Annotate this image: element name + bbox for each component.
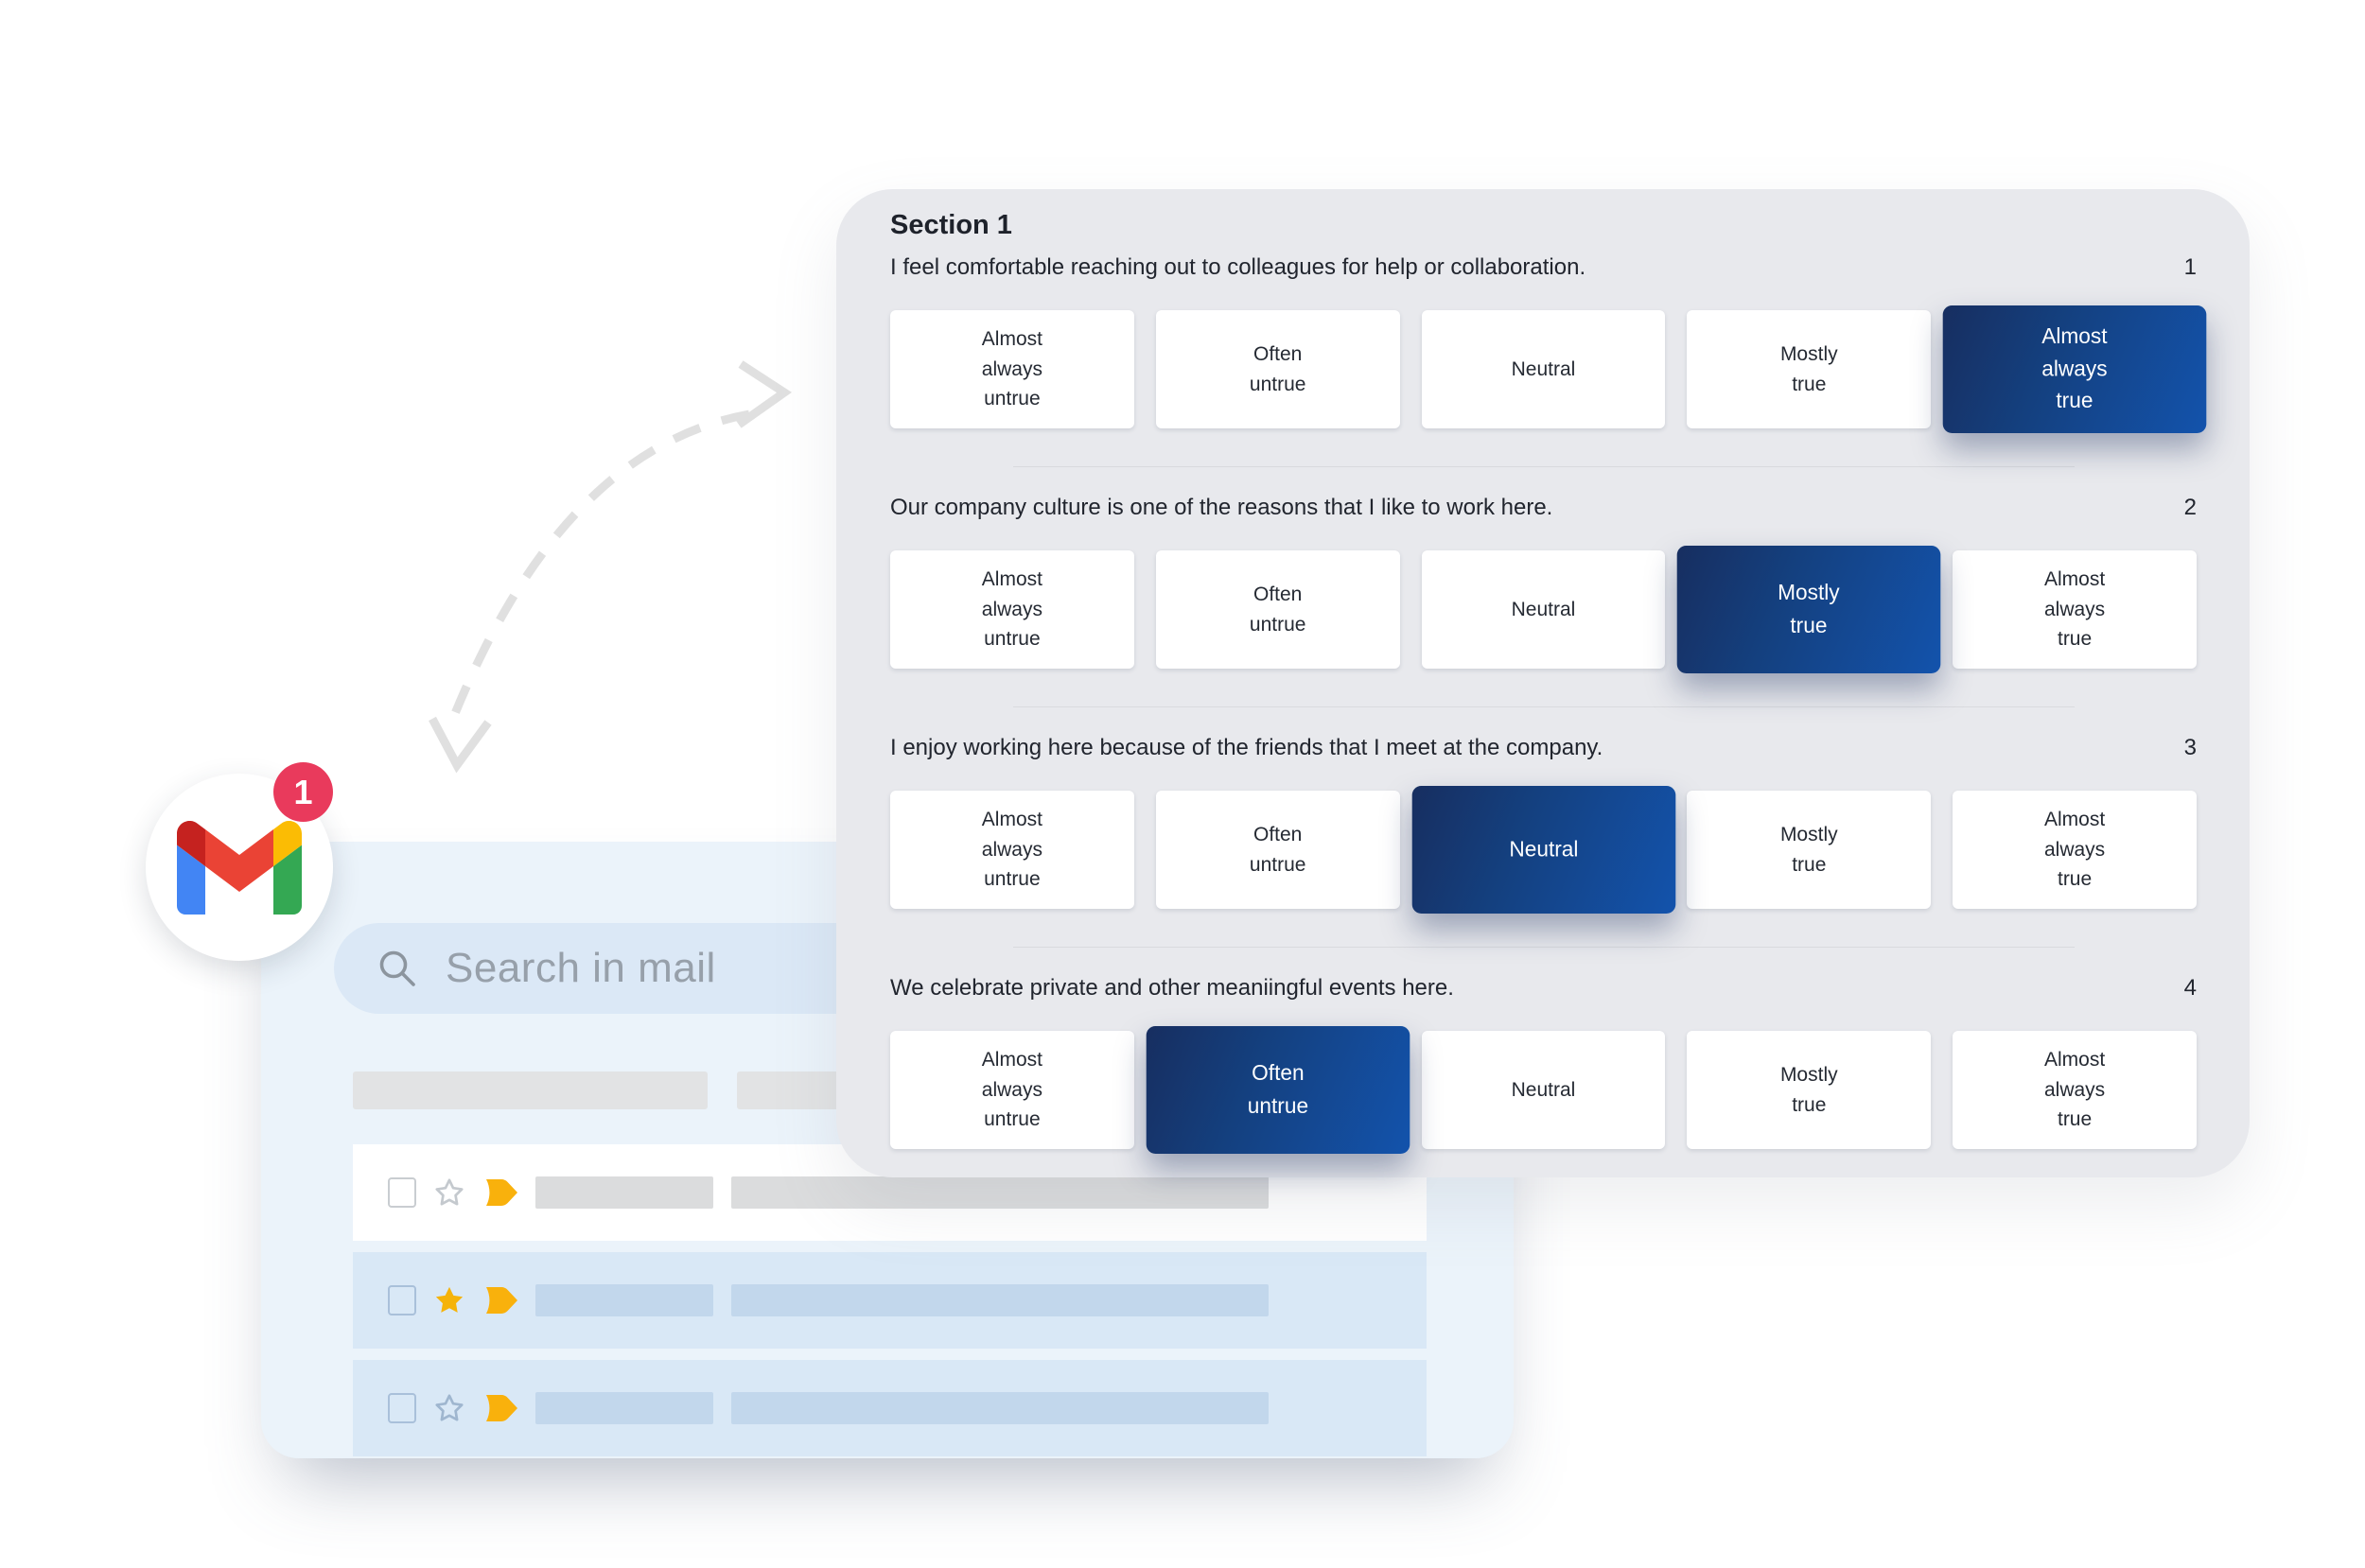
question-text: I feel comfortable reaching out to colle… bbox=[890, 254, 1586, 280]
subject-placeholder-bar bbox=[731, 1176, 1269, 1209]
star-outline-icon bbox=[435, 1394, 464, 1421]
answer-option[interactable]: Almost always true bbox=[1953, 550, 2197, 669]
important-marker[interactable] bbox=[483, 1286, 519, 1315]
answer-option[interactable]: Neutral bbox=[1421, 310, 1666, 428]
answer-option[interactable]: Mostly true bbox=[1687, 1031, 1932, 1149]
answer-option-selected[interactable]: Almost always true bbox=[1942, 305, 2207, 433]
survey-question: I enjoy working here because of the frie… bbox=[890, 706, 2197, 914]
answer-option[interactable]: Often untrue bbox=[1155, 310, 1400, 428]
survey-question: We celebrate private and other meaniingf… bbox=[890, 947, 2197, 1154]
answer-option[interactable]: Almost always untrue bbox=[890, 791, 1134, 909]
checkbox[interactable] bbox=[388, 1285, 416, 1315]
answer-option[interactable]: Almost always untrue bbox=[890, 550, 1134, 669]
important-marker[interactable] bbox=[483, 1178, 519, 1207]
gmail-logo bbox=[146, 774, 333, 961]
gmail-m-icon bbox=[177, 820, 302, 915]
question-text: We celebrate private and other meaniingf… bbox=[890, 975, 1454, 1001]
star-filled-icon bbox=[435, 1286, 464, 1313]
answer-option[interactable]: Neutral bbox=[1421, 1031, 1666, 1149]
important-marker-icon bbox=[486, 1287, 517, 1314]
dashed-arrow-curve bbox=[444, 409, 750, 732]
answer-option[interactable]: Almost always untrue bbox=[890, 1031, 1134, 1149]
question-number: 2 bbox=[2183, 495, 2197, 520]
question-text: I enjoy working here because of the frie… bbox=[890, 735, 1603, 760]
important-marker[interactable] bbox=[483, 1394, 519, 1422]
star-toggle[interactable] bbox=[432, 1176, 466, 1210]
section-title: Section 1 bbox=[890, 210, 1012, 240]
skeleton-header-bar bbox=[353, 1071, 708, 1109]
survey-question: Our company culture is one of the reason… bbox=[890, 466, 2197, 673]
answer-option[interactable]: Often untrue bbox=[1155, 550, 1400, 669]
subject-placeholder-bar bbox=[731, 1392, 1269, 1424]
answer-option-selected[interactable]: Neutral bbox=[1411, 786, 1675, 914]
answer-option[interactable]: Almost always true bbox=[1953, 1031, 2197, 1149]
question-text: Our company culture is one of the reason… bbox=[890, 495, 1553, 520]
search-placeholder: Search in mail bbox=[446, 945, 716, 991]
checkbox[interactable] bbox=[388, 1393, 416, 1423]
unread-count: 1 bbox=[293, 772, 313, 811]
question-number: 3 bbox=[2183, 735, 2197, 760]
sender-placeholder-bar bbox=[535, 1392, 713, 1424]
arrowhead-right-icon bbox=[736, 360, 793, 428]
star-outline-icon bbox=[435, 1178, 464, 1206]
important-marker-icon bbox=[486, 1395, 517, 1421]
survey-question: I feel comfortable reaching out to colle… bbox=[890, 253, 2207, 433]
checkbox[interactable] bbox=[388, 1177, 416, 1208]
answer-option-selected[interactable]: Mostly true bbox=[1677, 546, 1941, 673]
email-row bbox=[353, 1360, 1427, 1456]
arrowhead-down-icon bbox=[429, 716, 492, 774]
subject-placeholder-bar bbox=[731, 1284, 1269, 1316]
answer-option[interactable]: Often untrue bbox=[1155, 791, 1400, 909]
question-number: 1 bbox=[2183, 254, 2197, 280]
question-divider bbox=[1012, 706, 2075, 707]
answer-option[interactable]: Mostly true bbox=[1687, 791, 1932, 909]
email-row bbox=[353, 1252, 1427, 1349]
question-list: I feel comfortable reaching out to colle… bbox=[890, 253, 2207, 1154]
sender-placeholder-bar bbox=[535, 1284, 713, 1316]
answer-option-selected[interactable]: Often untrue bbox=[1146, 1026, 1410, 1154]
survey-panel: Section 1 I feel comfortable reaching ou… bbox=[836, 189, 2250, 1177]
answer-option[interactable]: Neutral bbox=[1421, 550, 1666, 669]
sender-placeholder-bar bbox=[535, 1176, 713, 1209]
answer-option[interactable]: Mostly true bbox=[1687, 310, 1932, 428]
unread-count-badge: 1 bbox=[273, 762, 333, 822]
star-toggle[interactable] bbox=[432, 1391, 466, 1425]
search-icon bbox=[379, 950, 415, 986]
question-number: 4 bbox=[2183, 975, 2197, 1001]
answer-option[interactable]: Almost always true bbox=[1953, 791, 2197, 909]
answer-option[interactable]: Almost always untrue bbox=[890, 310, 1134, 428]
important-marker-icon bbox=[486, 1179, 517, 1206]
star-toggle[interactable] bbox=[432, 1283, 466, 1317]
dashed-arrow bbox=[429, 360, 793, 774]
question-divider bbox=[1012, 947, 2075, 948]
question-divider bbox=[1012, 466, 2075, 467]
